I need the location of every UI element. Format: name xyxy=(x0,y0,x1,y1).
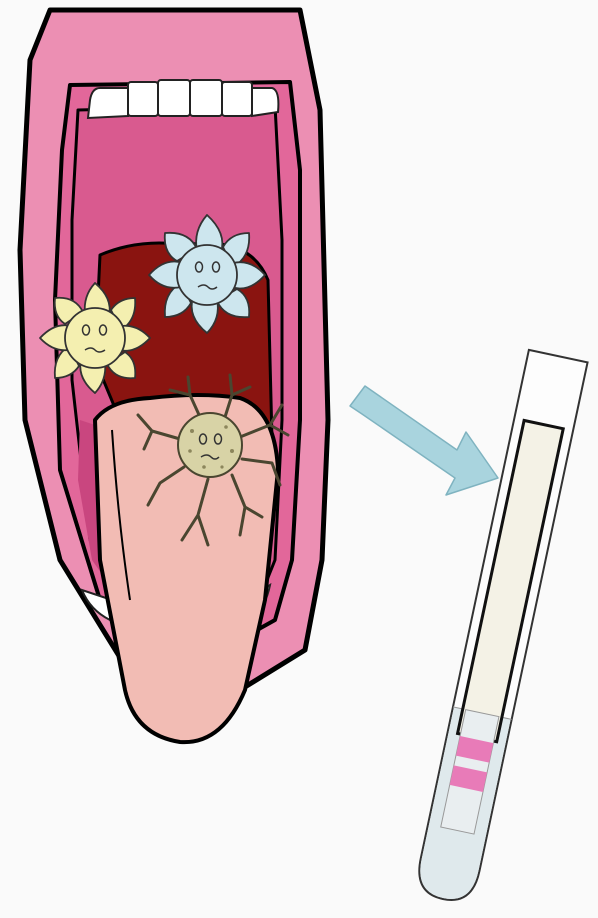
arrow-icon xyxy=(350,386,498,495)
test-tube-icon xyxy=(413,350,587,905)
yellow-germ-icon xyxy=(40,283,150,393)
blue-germ-icon xyxy=(149,215,265,333)
